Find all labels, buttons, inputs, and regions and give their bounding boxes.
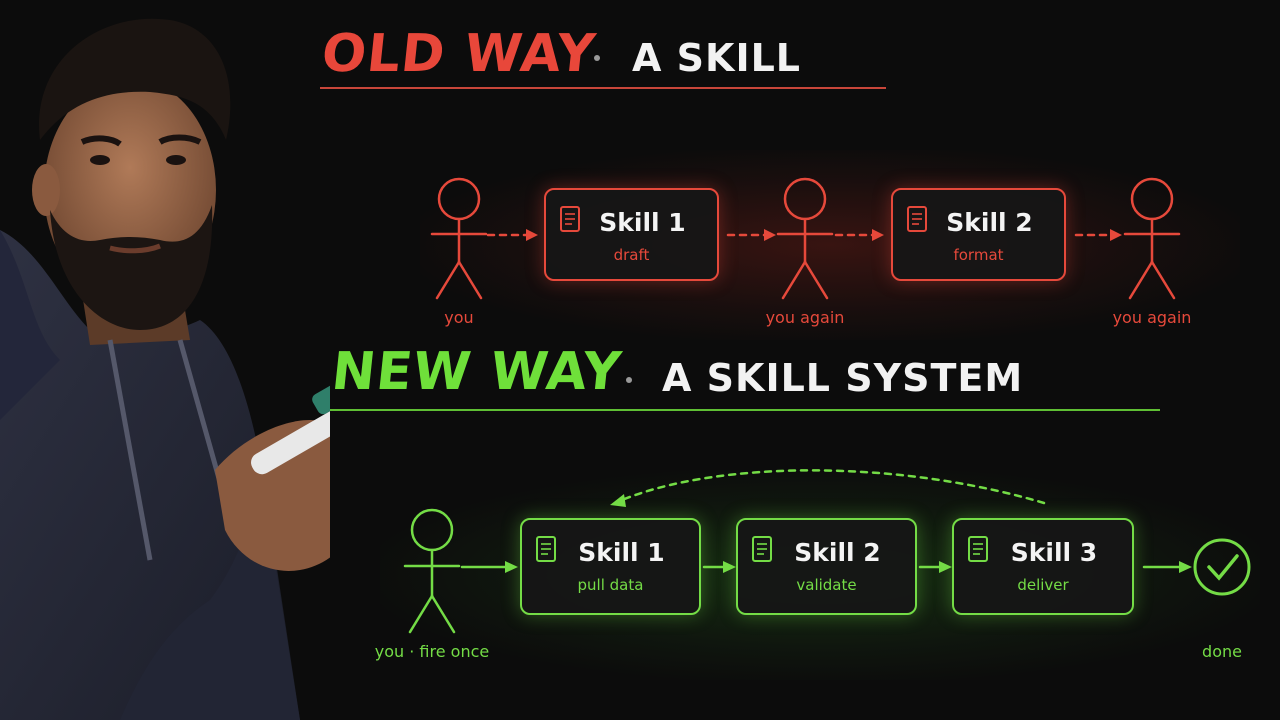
old-skill-1-box: Skill 1 draft [544, 188, 719, 281]
skill-subtitle: deliver [1017, 576, 1069, 594]
figure-label: you again [765, 308, 845, 327]
start-label: you · fire once [374, 642, 490, 661]
new-skill-2-box: Skill 2 validate [736, 518, 917, 615]
figure-label: you [444, 308, 474, 327]
skill-subtitle: draft [613, 246, 650, 264]
feedback-loop-arrow [620, 469, 1046, 505]
new-way-subheading: A SKILL SYSTEM [662, 356, 1024, 400]
stick-figure-icon [430, 177, 488, 300]
new-way-underline [330, 409, 1160, 411]
figure-label: you again [1112, 308, 1192, 327]
old-way-underline [320, 87, 886, 89]
document-icon [560, 206, 580, 232]
stick-figure-icon [403, 508, 461, 634]
skill-title: Skill 2 [794, 538, 881, 567]
skill-subtitle: format [953, 246, 1004, 264]
new-skill-3-box: Skill 3 deliver [952, 518, 1134, 615]
presenter-photo [0, 18, 330, 720]
document-icon [968, 536, 988, 562]
old-way-subheading: A SKILL [632, 36, 802, 80]
skill-subtitle: validate [796, 576, 857, 594]
end-label: done [1202, 642, 1242, 661]
old-skill-2-box: Skill 2 format [891, 188, 1066, 281]
skill-title: Skill 1 [578, 538, 665, 567]
stick-figure-icon [776, 177, 834, 300]
old-way-separator-dot [594, 55, 600, 61]
document-icon [907, 206, 927, 232]
new-way-separator-dot [626, 377, 632, 383]
skill-title: Skill 2 [946, 208, 1033, 237]
skill-title: Skill 3 [1010, 538, 1098, 567]
check-circle-icon [1193, 538, 1251, 596]
skill-subtitle: pull data [577, 576, 644, 594]
skill-title: Skill 1 [599, 208, 686, 237]
stick-figure-icon [1123, 177, 1181, 300]
document-icon [536, 536, 556, 562]
new-skill-1-box: Skill 1 pull data [520, 518, 701, 615]
document-icon [752, 536, 772, 562]
